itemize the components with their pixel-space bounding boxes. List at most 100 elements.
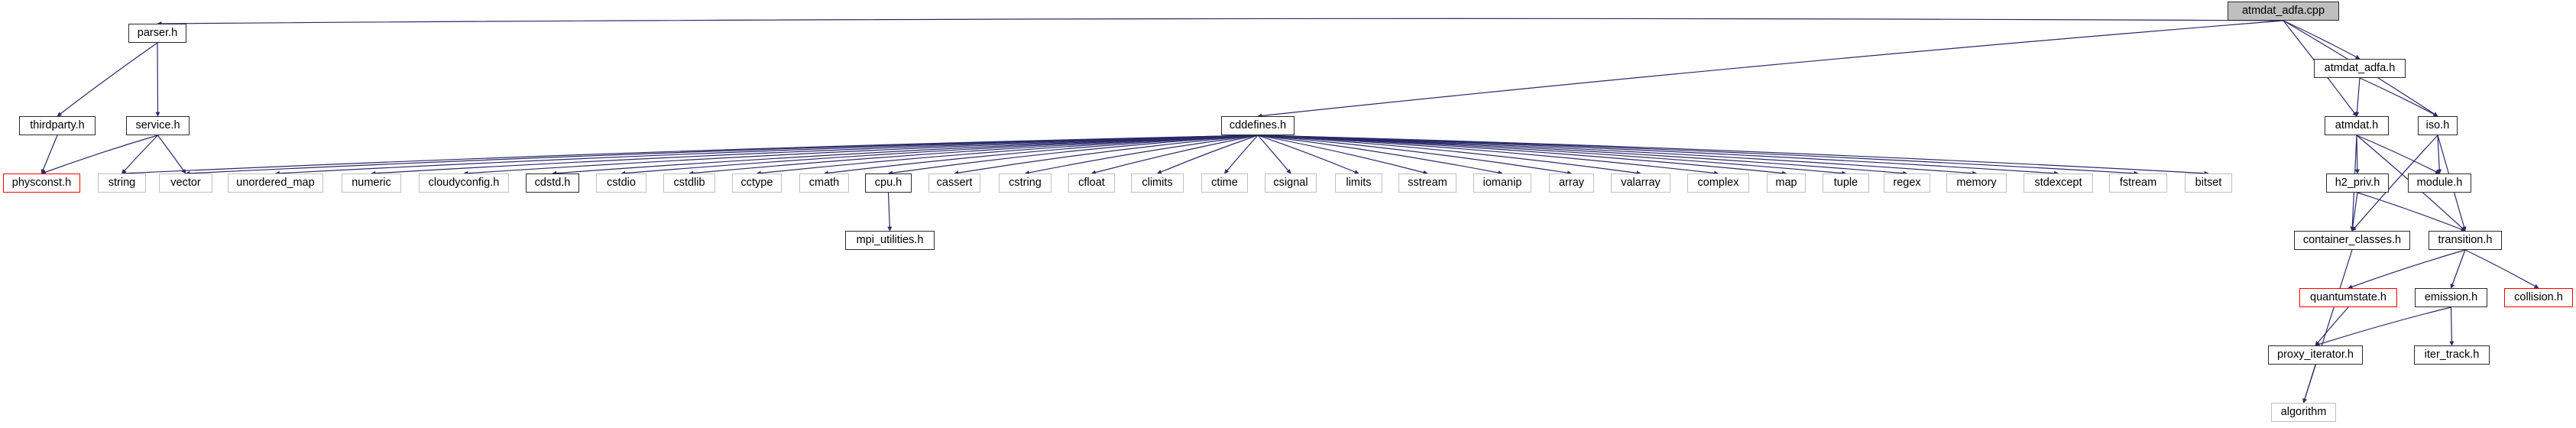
graph-node-iter-track-h[interactable]: iter_track.h (2414, 345, 2490, 365)
edge-cddefines_h-to-sstream (1257, 135, 1428, 175)
edge-cddefines_h-to-iomanip (1257, 135, 1503, 175)
edge-iso_h-to-module_h (2437, 135, 2442, 174)
edge-cddefines_h-to-bitset (1257, 135, 2209, 176)
graph-node-cdstd-h[interactable]: cdstd.h (526, 173, 579, 193)
edge-cddefines_h-to-cstdio (621, 135, 1259, 176)
edge-atmdat_h-to-module_h (2356, 135, 2441, 174)
graph-node-physconst-h[interactable]: physconst.h (3, 173, 80, 193)
graph-node-cmath[interactable]: cmath (799, 173, 849, 193)
edge-cddefines_h-to-regex (1257, 135, 1908, 176)
graph-node-cstdio[interactable]: cstdio (596, 173, 646, 193)
edge-service_h-to-physconst_h (41, 135, 158, 174)
graph-node-mpi-utilities-h[interactable]: mpi_utilities.h (845, 231, 935, 250)
edge-h2_priv_h-to-container_classes_h (2350, 192, 2358, 232)
graph-node-algorithm[interactable]: algorithm (2271, 403, 2336, 422)
graph-node-sstream[interactable]: sstream (1398, 173, 1456, 193)
graph-node-proxy-iterator-h[interactable]: proxy_iterator.h (2268, 345, 2363, 365)
edge-parser_h-to-thirdparty_h (57, 42, 158, 117)
edge-thirdparty_h-to-physconst_h (41, 135, 58, 174)
graph-node-fstream[interactable]: fstream (2109, 173, 2167, 193)
graph-node-quantumstate-h[interactable]: quantumstate.h (2299, 288, 2397, 307)
graph-node-cfloat[interactable]: cfloat (1068, 173, 1115, 193)
graph-node-climits[interactable]: climits (1131, 173, 1184, 193)
edge-atmdat_adfa_h-to-iso_h (2359, 77, 2438, 117)
graph-node-cstring[interactable]: cstring (999, 173, 1051, 193)
edge-cddefines_h-to-cpu_h (887, 135, 1259, 176)
graph-node-transition-h[interactable]: transition.h (2429, 231, 2502, 250)
graph-node-module-h[interactable]: module.h (2408, 173, 2471, 193)
graph-node-atmdat-adfa-cpp[interactable]: atmdat_adfa.cpp (2228, 2, 2339, 21)
graph-node-bitset[interactable]: bitset (2185, 173, 2232, 193)
edge-quantumstate_h-to-proxy_iterator_h (2315, 306, 2349, 346)
edge-cddefines_h-to-complex (1257, 135, 1719, 176)
edge-cddefines_h-to-memory (1257, 135, 1978, 176)
graph-node-cstdlib[interactable]: cstdlib (663, 173, 715, 193)
graph-node-atmdat-adfa-h[interactable]: atmdat_adfa.h (2314, 59, 2406, 78)
edge-cddefines_h-to-valarray (1257, 135, 1641, 176)
graph-node-limits[interactable]: limits (1335, 173, 1382, 193)
graph-node-parser-h[interactable]: parser.h (128, 24, 186, 43)
graph-node-string[interactable]: string (98, 173, 146, 193)
graph-node-cloudyconfig-h[interactable]: cloudyconfig.h (419, 173, 509, 193)
graph-node-collision-h[interactable]: collision.h (2504, 288, 2573, 307)
graph-node-cddefines-h[interactable]: cddefines.h (1221, 116, 1294, 135)
graph-node-valarray[interactable]: valarray (1611, 173, 1670, 193)
edge-cddefines_h-to-cmath (823, 135, 1259, 176)
graph-node-csignal[interactable]: csignal (1265, 173, 1317, 193)
graph-node-h2-priv-h[interactable]: h2_priv.h (2326, 173, 2389, 193)
graph-node-complex[interactable]: complex (1687, 173, 1749, 193)
edge-cddefines_h-to-cstdlib (689, 135, 1259, 176)
edge-cpu_h-to-mpi_utilities_h (887, 192, 893, 232)
graph-node-iso-h[interactable]: iso.h (2418, 116, 2458, 135)
edge-service_h-to-string (122, 135, 158, 174)
graph-node-array[interactable]: array (1549, 173, 1594, 193)
graph-node-emission-h[interactable]: emission.h (2415, 288, 2487, 307)
edge-cddefines_h-to-limits (1257, 135, 1359, 174)
edge-h2_priv_h-to-transition_h (2357, 192, 2466, 232)
graph-node-cctype[interactable]: cctype (732, 173, 782, 193)
edge-cddefines_h-to-cassert (954, 135, 1259, 176)
graph-node-stdexcept[interactable]: stdexcept (2024, 173, 2093, 193)
edge-cddefines_h-to-vector (185, 135, 1259, 176)
graph-node-cpu-h[interactable]: cpu.h (865, 173, 912, 193)
edge-cddefines_h-to-cfloat (1090, 135, 1259, 175)
graph-node-iomanip[interactable]: iomanip (1473, 173, 1531, 193)
graph-node-unordered-map[interactable]: unordered_map (228, 173, 323, 193)
graph-node-regex[interactable]: regex (1884, 173, 1930, 193)
edge-cddefines_h-to-numeric (371, 135, 1259, 176)
edge-cddefines_h-to-unordered_map (274, 135, 1259, 176)
edge-cddefines_h-to-fstream (1257, 135, 2139, 176)
edge-container_classes_h-to-algorithm (2302, 249, 2353, 404)
edge-atmdat_adfa_cpp-to-parser_h (157, 18, 2284, 26)
edge-cddefines_h-to-ctime (1224, 135, 1259, 174)
edge-atmdat_adfa_cpp-to-atmdat_adfa_h (2283, 20, 2361, 60)
graph-node-cassert[interactable]: cassert (928, 173, 980, 193)
edge-service_h-to-vector (157, 135, 186, 174)
graph-node-map[interactable]: map (1767, 173, 1806, 193)
edge-cddefines_h-to-climits (1156, 135, 1259, 174)
edge-cddefines_h-to-array (1257, 135, 1573, 176)
graph-node-numeric[interactable]: numeric (342, 173, 401, 193)
edge-transition_h-to-collision_h (2464, 249, 2539, 289)
edge-proxy_iterator_h-to-algorithm (2302, 364, 2316, 404)
edge-atmdat_adfa_cpp-to-cddefines_h (1257, 20, 2284, 118)
graph-node-tuple[interactable]: tuple (1823, 173, 1869, 193)
graph-node-service-h[interactable]: service.h (126, 116, 190, 135)
graph-node-memory[interactable]: memory (1946, 173, 2007, 193)
graph-node-vector[interactable]: vector (159, 173, 212, 193)
edge-cddefines_h-to-string (121, 135, 1259, 176)
graph-node-ctime[interactable]: ctime (1201, 173, 1248, 193)
edge-parser_h-to-service_h (155, 42, 160, 117)
edge-atmdat_adfa_h-to-atmdat_h (2354, 77, 2361, 117)
edge-cddefines_h-to-stdexcept (1257, 135, 2059, 176)
edge-emission_h-to-iter_track_h (2449, 306, 2454, 346)
graph-node-atmdat-h[interactable]: atmdat.h (2325, 116, 2389, 135)
edge-cddefines_h-to-cctype (756, 135, 1259, 176)
graph-node-thirdparty-h[interactable]: thirdparty.h (19, 116, 96, 135)
edge-transition_h-to-quantumstate_h (2348, 249, 2466, 289)
graph-node-container-classes-h[interactable]: container_classes.h (2294, 231, 2410, 250)
edge-cddefines_h-to-tuple (1257, 135, 1847, 176)
edge-cddefines_h-to-map (1257, 135, 1787, 176)
